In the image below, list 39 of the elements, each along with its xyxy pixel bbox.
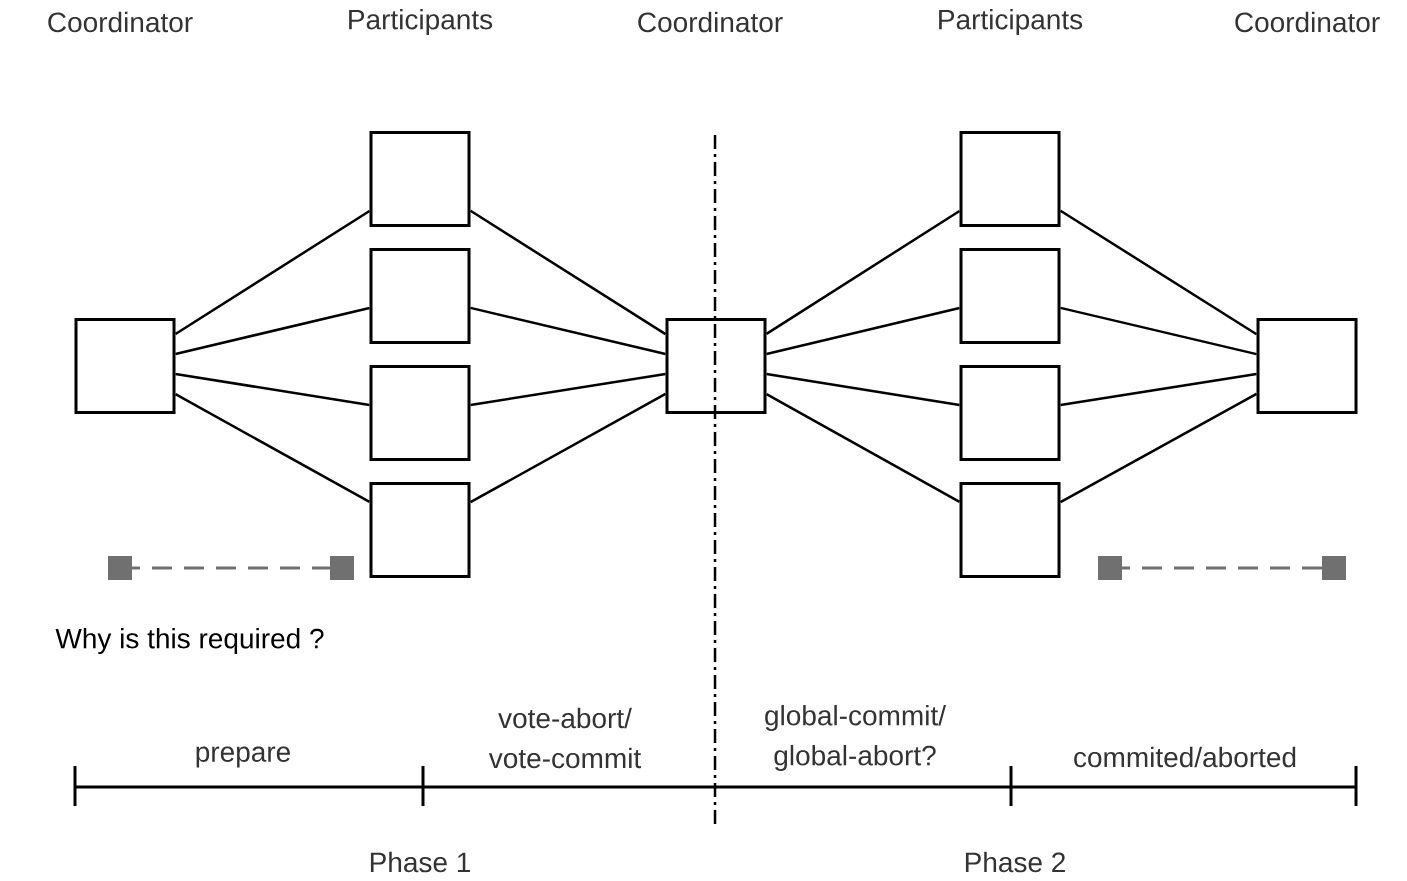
column-heading: Coordinator: [48, 11, 193, 33]
connector-line: [175, 372, 370, 407]
connector-line: [469, 209, 667, 336]
column-heading: Coordinator: [1235, 11, 1380, 33]
column-heading: Coordinator: [638, 11, 783, 33]
participant-box: [369, 131, 471, 227]
connector-line: [766, 306, 960, 356]
participant-box: [959, 365, 1061, 461]
participant-box: [369, 248, 471, 344]
connector-line: [765, 393, 961, 504]
column-heading: Participants: [939, 8, 1083, 36]
participant-box: [74, 318, 176, 414]
connector-line: [175, 306, 370, 356]
participant-box: [959, 248, 1061, 344]
phase-step-label: commited/aborted: [1074, 746, 1296, 768]
connector-line: [766, 372, 960, 407]
phase-step-label: prepare: [196, 746, 290, 768]
connector-line: [470, 372, 666, 407]
connector-line: [1060, 372, 1257, 407]
column-heading: Participants: [349, 8, 493, 36]
participant-box: [959, 482, 1061, 578]
connector-line: [174, 209, 371, 336]
connector-line: [469, 392, 667, 504]
connector-line: [765, 209, 961, 335]
participant-box: [665, 318, 767, 414]
participant-box: [369, 482, 471, 578]
connector-line: [1059, 392, 1258, 504]
participant-box: [1256, 318, 1358, 414]
connector-line: [470, 306, 666, 356]
question-note: Why is this required ?: [55, 627, 324, 655]
phase-label: Phase 1: [370, 851, 470, 873]
connector-line: [174, 392, 371, 504]
participant-box: [369, 365, 471, 461]
connector-line: [1060, 306, 1257, 356]
participant-box: [959, 131, 1061, 227]
phase-step-label: vote-abort/ vote-commit: [488, 707, 641, 769]
phase-label: Phase 2: [965, 851, 1065, 873]
phase-step-label: global-commit/ global-abort?: [765, 704, 946, 772]
connector-line: [1059, 209, 1258, 336]
